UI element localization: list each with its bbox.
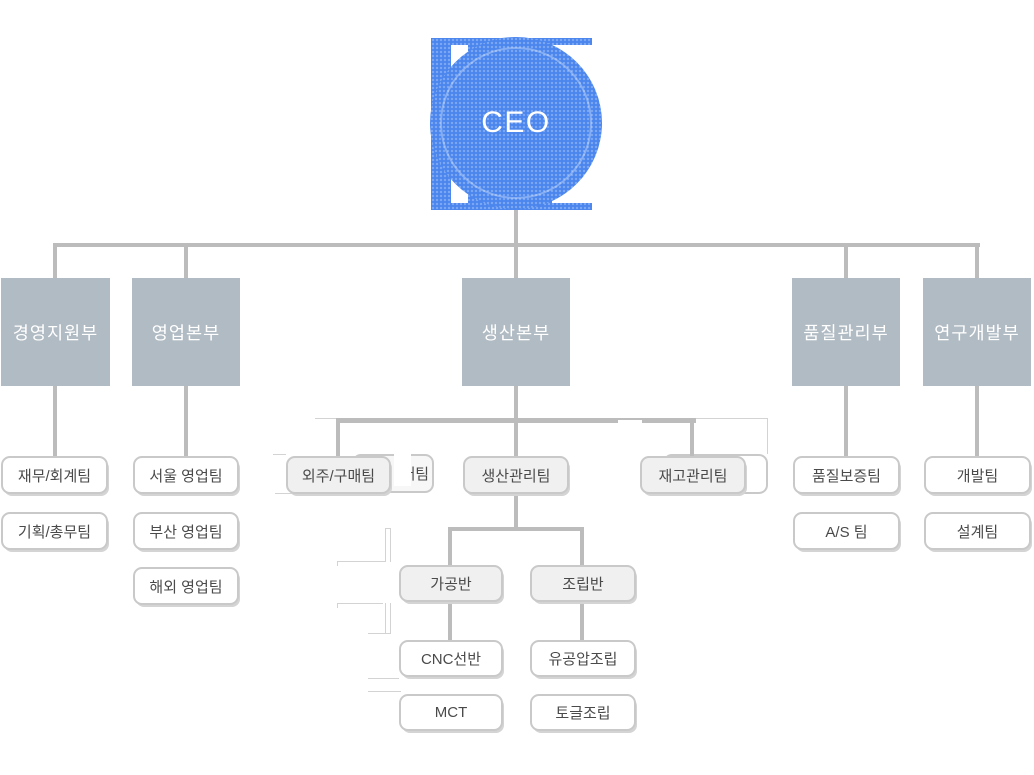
team-label: 기획/총무팀 — [17, 523, 92, 541]
connector-main-rail — [53, 243, 980, 247]
connector-line-team-stub — [580, 601, 584, 641]
team-label: 생산관리팀 — [481, 467, 551, 485]
ghost-line — [275, 493, 302, 494]
team-design: 설계팀 — [924, 512, 1031, 550]
ghost-line — [368, 691, 401, 692]
dept-label: 연구개발부 — [934, 322, 1020, 343]
ghost-line — [337, 603, 383, 604]
ceo-inner-ring — [440, 47, 592, 199]
connector-sub-stub — [580, 529, 584, 566]
dept-rnd: 연구개발부 — [923, 278, 1031, 386]
ghost-line — [368, 633, 390, 634]
dept-production: 생산본부 — [462, 278, 570, 386]
ghost-line — [385, 528, 391, 529]
team-toggle-assembly: 토글조립 — [530, 694, 636, 731]
team-label: CNC선반 — [420, 651, 482, 668]
ghost-line — [385, 528, 386, 562]
team-hydraulic-assembly: 유공압조립 — [530, 640, 636, 677]
ghost-line — [315, 418, 336, 419]
connector-dept-stub — [53, 247, 57, 278]
connector-sub-stub — [448, 529, 452, 566]
team-label: 유공압조립 — [548, 651, 618, 668]
team-label: A/S 팀 — [825, 523, 868, 541]
team-assembly-group: 조립반 — [530, 565, 636, 602]
connector-team-stub — [975, 386, 979, 457]
team-as: A/S 팀 — [793, 512, 900, 550]
team-label: 개발팀 — [956, 467, 999, 485]
ghost-line — [273, 454, 286, 455]
connector-sub-branch — [448, 527, 584, 531]
team-label: 가공반 — [430, 576, 472, 593]
team-label: 서울 영업팀 — [149, 467, 223, 485]
connector-line-team-stub — [448, 601, 452, 641]
team-label: 설계팀 — [956, 523, 999, 541]
connector-dept-stub — [184, 247, 188, 278]
team-busan-sales: 부산 영업팀 — [133, 512, 239, 550]
ghost-line — [390, 603, 391, 634]
team-planning-admin: 기획/총무팀 — [1, 512, 108, 550]
ceo-label: CEO — [481, 106, 551, 139]
team-label: 재고관리팀 — [658, 467, 728, 485]
connector-team-stub — [53, 386, 57, 457]
ghost-line — [696, 418, 768, 419]
ghost-line — [767, 418, 768, 454]
white-cover-patch — [394, 450, 411, 486]
connector-team-stub — [184, 386, 188, 457]
connector-dept-stub — [844, 247, 848, 278]
dept-label: 생산본부 — [481, 322, 551, 343]
connector-team-stub — [844, 386, 848, 457]
dept-label: 경영지원부 — [12, 322, 99, 343]
team-label: 해외 영업팀 — [149, 578, 223, 596]
connector-prod-stub — [514, 386, 518, 420]
ghost-line — [390, 528, 391, 562]
dept-label: 영업본부 — [151, 322, 221, 343]
team-label: 조립반 — [562, 576, 604, 593]
team-outsourcing-purchasing: 외주/구매팀 — [286, 456, 391, 494]
dept-management-support: 경영지원부 — [1, 278, 110, 386]
connector-dept-stub — [975, 247, 979, 278]
team-overseas-sales: 해외 영업팀 — [133, 567, 239, 605]
team-mct: MCT — [399, 694, 503, 731]
team-label: 재무/회계팀 — [17, 467, 92, 485]
ghost-line — [368, 678, 399, 679]
connector-prod-branch — [336, 418, 696, 423]
team-quality-assurance: 품질보증팀 — [793, 456, 900, 494]
team-label: 외주/구매팀 — [301, 467, 376, 485]
team-machining-group: 가공반 — [399, 565, 503, 602]
connector-branch-stub — [336, 421, 340, 457]
team-finance-accounting: 재무/회계팀 — [1, 456, 108, 494]
connector-branch-stub — [514, 421, 518, 457]
connector-branch-stub — [690, 421, 694, 457]
team-cnc-lathe: CNC선반 — [399, 640, 503, 677]
dept-quality: 품질관리부 — [792, 278, 900, 386]
ghost-line — [337, 561, 338, 566]
team-label: MCT — [434, 704, 468, 721]
team-seoul-sales: 서울 영업팀 — [133, 456, 239, 494]
ghost-line — [385, 603, 386, 634]
connector-mgmt-stub — [514, 494, 518, 529]
dept-sales: 영업본부 — [132, 278, 240, 386]
team-inventory-mgmt: 재고관리팀 — [640, 456, 746, 494]
ceo-node: CEO — [430, 37, 602, 209]
team-label: 부산 영업팀 — [149, 523, 223, 541]
team-production-mgmt: 생산관리팀 — [463, 456, 569, 494]
team-label: 품질보증팀 — [811, 467, 881, 485]
team-development: 개발팀 — [924, 456, 1031, 494]
ghost-line — [337, 603, 338, 608]
team-label: 토글조립 — [555, 705, 611, 722]
white-cover-patch — [618, 420, 642, 424]
dept-label: 품질관리부 — [803, 322, 889, 343]
ghost-line — [337, 561, 385, 562]
